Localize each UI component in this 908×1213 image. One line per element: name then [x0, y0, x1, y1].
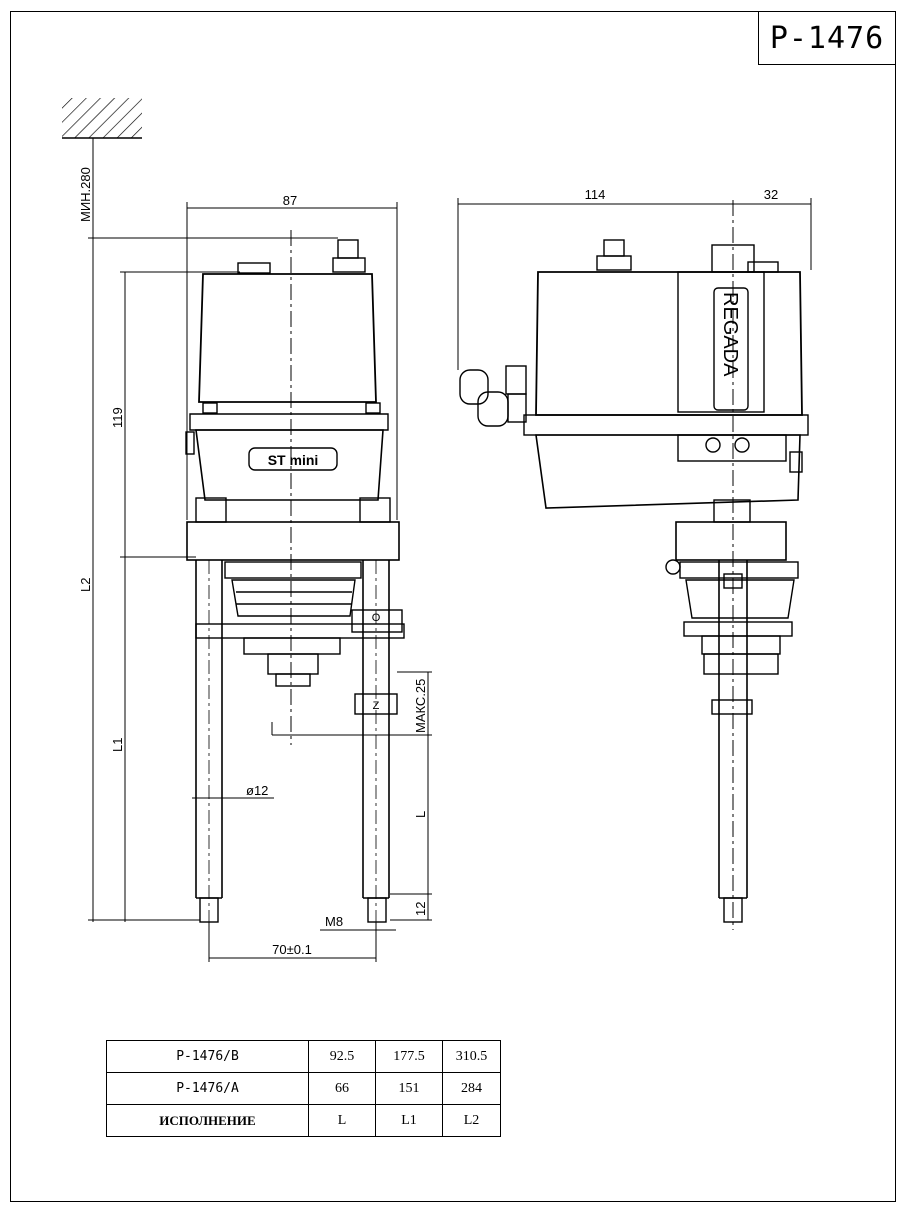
dim-dia-12: ø12: [246, 783, 268, 798]
cell-l2: 310.5: [442, 1040, 501, 1073]
drawing-code-box: P-1476: [758, 11, 896, 65]
brand-logo: REGADA: [719, 292, 741, 377]
dim-maks-25: МАКС.25: [413, 679, 428, 733]
cell-name: P-1476/A: [106, 1072, 309, 1105]
dim-12: 12: [413, 902, 428, 916]
dim-32: 32: [764, 187, 778, 202]
model-badge: ST mini: [268, 452, 319, 468]
cell-l1: 151: [375, 1072, 443, 1105]
dim-87: 87: [283, 193, 297, 208]
dim-70: 70±0.1: [272, 942, 312, 957]
table-row: P-1476/A 66 151 284: [106, 1072, 501, 1105]
cell-l1: 177.5: [375, 1040, 443, 1073]
drawing-frame: [10, 11, 896, 1202]
drawing-code: P-1476: [769, 20, 885, 56]
cell-name: ИСПОЛНЕНИЕ: [106, 1104, 309, 1137]
side-dimension-lines: [457, 198, 812, 370]
cell-l: 66: [308, 1072, 376, 1105]
marker-z: Z: [373, 700, 380, 712]
table-header-row: ИСПОЛНЕНИЕ L L1 L2: [106, 1104, 501, 1137]
table-row: P-1476/B 92.5 177.5 310.5: [106, 1040, 501, 1073]
dim-114: 114: [585, 187, 606, 202]
cell-l1: L1: [375, 1104, 443, 1137]
cell-name: P-1476/B: [106, 1040, 309, 1073]
cell-l2: 284: [442, 1072, 501, 1105]
cell-l: L: [308, 1104, 376, 1137]
dim-119: 119: [110, 407, 125, 428]
front-view-actuator: [185, 239, 405, 923]
dim-m8: M8: [325, 914, 343, 929]
variants-table: P-1476/B 92.5 177.5 310.5 P-1476/A 66 15…: [106, 1040, 501, 1137]
side-view-actuator: [459, 239, 809, 923]
dim-l2: L2: [78, 578, 93, 592]
marker-o: O: [372, 612, 381, 624]
cell-l: 92.5: [308, 1040, 376, 1073]
cell-l2: L2: [442, 1104, 501, 1137]
dim-min-280: МИН.280: [78, 167, 93, 222]
dim-l1: L1: [110, 738, 125, 752]
dim-l: L: [413, 811, 428, 818]
ceiling-hatch: [62, 98, 142, 139]
front-dimension-lines: [88, 138, 432, 962]
